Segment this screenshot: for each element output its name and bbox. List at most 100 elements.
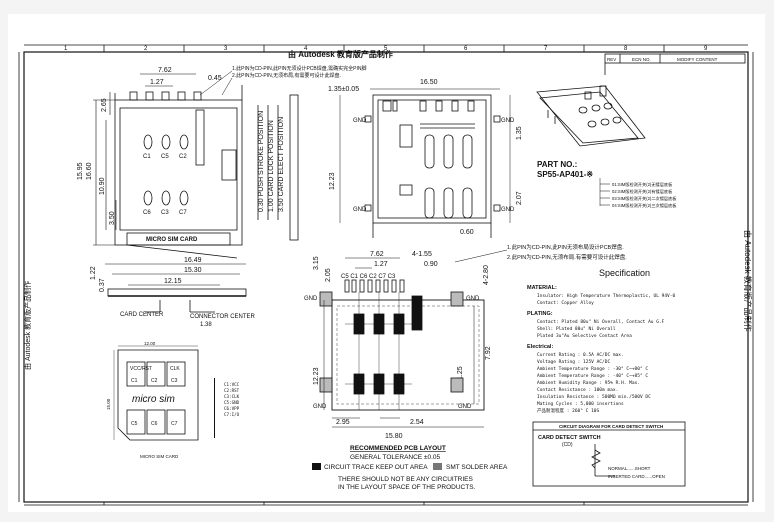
spec-plating-1: Contact: Plated 80u" Ni Overall, Contact… bbox=[537, 319, 665, 325]
spec-title: Specification bbox=[599, 268, 650, 278]
pin-label-c2: C2 bbox=[179, 154, 187, 160]
part-no-value: SP55-AP401-※ bbox=[537, 170, 593, 179]
pcb-dim-090: 0.90 bbox=[424, 261, 438, 268]
spec-material-head: MATERIAL: bbox=[527, 285, 557, 291]
pcb-gnd-1: GND bbox=[304, 296, 318, 302]
dim-lines-top-left bbox=[93, 73, 196, 246]
switch-normal: NORMAL......SHORT bbox=[608, 466, 651, 471]
spec-elec-7: Insulation Resistance : 500MΩ min./500V … bbox=[537, 394, 651, 400]
spec-plating-3: Plated 3u"Au Selective Contact Area bbox=[537, 333, 632, 339]
sim-legend-rule bbox=[214, 378, 215, 438]
dim-1649: 16.49 bbox=[184, 257, 202, 264]
switch-sub: (CD) bbox=[562, 442, 573, 448]
dim-762-a: 7.62 bbox=[158, 67, 172, 74]
connector-center-label: CONNECTOR CENTER bbox=[190, 314, 256, 320]
col-num-6: 6 bbox=[464, 46, 468, 52]
pin-label-c7: C7 bbox=[179, 210, 187, 216]
pcb-dim-4x280: 4-2.80 bbox=[483, 265, 490, 285]
modify-header: MODIFY CONTENT bbox=[677, 57, 718, 62]
card-center-label: CARD CENTER bbox=[120, 312, 164, 318]
pcb-dim-lines bbox=[323, 257, 484, 428]
spec-elec-1: Current Rating : 0.5A AC/DC max. bbox=[537, 352, 624, 358]
pcb-tolerance: GENERAL TOLERANCE ±0.05 bbox=[350, 454, 441, 461]
revision-block bbox=[604, 53, 746, 75]
pcb-pads bbox=[331, 279, 485, 411]
pcb-layout-title: RECOMMENDED PCB LAYOUT bbox=[350, 445, 446, 452]
pcb-gnd-pads bbox=[319, 291, 464, 393]
dim-1650: 16.50 bbox=[420, 79, 438, 86]
isometric-view bbox=[536, 85, 646, 147]
dim-350: 3.50 bbox=[109, 211, 116, 225]
pcb-gnd-4: GND bbox=[458, 404, 472, 410]
switch-diagram-box bbox=[532, 421, 686, 487]
pin-label-c5: C5 bbox=[161, 154, 169, 160]
sim-pad-c3: C3 bbox=[171, 378, 178, 384]
sim-pad-c7: C7 bbox=[171, 421, 178, 427]
part-no-label: PART NO.: bbox=[537, 160, 577, 169]
col-num-1: 1 bbox=[64, 46, 68, 52]
sim-pad-clk: CLK bbox=[170, 366, 180, 372]
sim-logo: micro sim bbox=[132, 394, 175, 405]
card-elect-position: 3.50 CARD ELECT POSITION bbox=[278, 117, 285, 212]
push-stroke-position: 0.30 PUSH STROKE POSITION bbox=[258, 111, 265, 212]
legend-smt: SMT SOLDER AREA bbox=[446, 464, 508, 471]
sim-pad-c2: C2 bbox=[151, 378, 158, 384]
sim-top-dim: 12.00 bbox=[144, 341, 156, 346]
spec-material-1: Insulator: High Temperature Thermoplasti… bbox=[537, 293, 675, 299]
col-num-5: 5 bbox=[384, 46, 388, 52]
spec-plating-head: PLATING: bbox=[527, 311, 553, 317]
dim-1090: 10.90 bbox=[99, 177, 106, 195]
sim-pad-c5: C5 bbox=[131, 421, 138, 427]
pcb-dim-125: 1.25 bbox=[457, 366, 464, 380]
spec-elec-9: 产品耐温程度 : 260° C 10S bbox=[537, 407, 600, 414]
note-1: 1.此PIN为CD-PIN,此PIN无须布局设计PCB焊盘. bbox=[507, 243, 624, 251]
card-lock-position: 1.00 CARD LOCK POSITION bbox=[268, 120, 275, 212]
switch-box-title: CIRCUIT DIAGRAM FOR CARD DETECT SWITCH bbox=[559, 424, 663, 429]
spec-elec-8: Mating Cycles : 5,000 insertions bbox=[537, 401, 624, 407]
drawing-frame bbox=[23, 51, 749, 503]
col-num-7: 7 bbox=[544, 46, 548, 52]
pcb-dim-792: 7.92 bbox=[485, 346, 492, 360]
pcb-pin-names: C5 C1 C6 C2 C7 C3 bbox=[341, 274, 396, 280]
legend-smt-swatch bbox=[433, 463, 442, 470]
note-leader bbox=[454, 249, 508, 263]
pcb-dim-205: 2.05 bbox=[325, 268, 332, 282]
spec-elec-4: Ambient Temperature Range : -40° C~+85° … bbox=[537, 373, 648, 379]
spec-elec-5: Ambient Humidity Range : 95% R.H. Max. bbox=[537, 380, 640, 386]
spec-plating-2: Shell: Plated 80u" Ni Overall bbox=[537, 326, 616, 332]
legend-keepout-swatch bbox=[312, 463, 321, 470]
sim-caption: MICRO SIM CARD bbox=[140, 454, 179, 459]
sheet-background bbox=[8, 14, 765, 512]
sim-legend-c6: C6:VPP bbox=[224, 406, 240, 411]
pcb-dim-295: 2.95 bbox=[336, 419, 350, 426]
pcb-gnd-2: GND bbox=[466, 296, 480, 302]
col-num-9: 9 bbox=[704, 46, 708, 52]
part-option-4: 04:SIM版检测开关(2)三次镀层底板 bbox=[612, 202, 677, 209]
pcb-footnote-1: THERE SHOULD NOT BE ANY CIRCUITRIES bbox=[338, 476, 474, 483]
top-middle-connector bbox=[364, 88, 501, 238]
top-view-connector bbox=[114, 85, 243, 259]
dim-1530: 15.30 bbox=[184, 267, 202, 274]
gnd-label-tm-3: GND bbox=[353, 207, 367, 213]
pin-label-c3: C3 bbox=[161, 210, 169, 216]
card-section-profile bbox=[105, 263, 247, 313]
pin-label-c6: C6 bbox=[143, 210, 151, 216]
part-option-1: 01:SIM版检测开关(2)无镀层底板 bbox=[612, 181, 673, 188]
sim-pad-vcc: VCC/RST bbox=[130, 366, 152, 372]
sim-legend-c3: C3:CLK bbox=[224, 394, 240, 399]
column-numbers: 1 2 3 4 5 6 7 8 9 bbox=[64, 46, 708, 52]
dim-122: 1.22 bbox=[90, 266, 97, 280]
leader-lines-top bbox=[199, 70, 233, 96]
dim-1223-top: 12.23 bbox=[329, 172, 336, 190]
top-pin-note-1: 1.此PIN为CD-PIN,此PIN无须设计PCB焊盘,需确实完全PIN脚 bbox=[232, 65, 366, 72]
dim-045: 0.45 bbox=[208, 75, 222, 82]
pcb-dim-762: 7.62 bbox=[370, 251, 384, 258]
sim-side-dim: 15.00 bbox=[106, 398, 111, 410]
rev-header: REV bbox=[607, 57, 616, 62]
spec-elec-head: Electrical: bbox=[527, 344, 553, 350]
dim-138: 1.38 bbox=[200, 322, 212, 328]
note-2: 2.此PIN为CD-PIN,无须布局.有需要可设计此焊盘. bbox=[507, 253, 627, 261]
dim-1215: 12.15 bbox=[164, 278, 182, 285]
